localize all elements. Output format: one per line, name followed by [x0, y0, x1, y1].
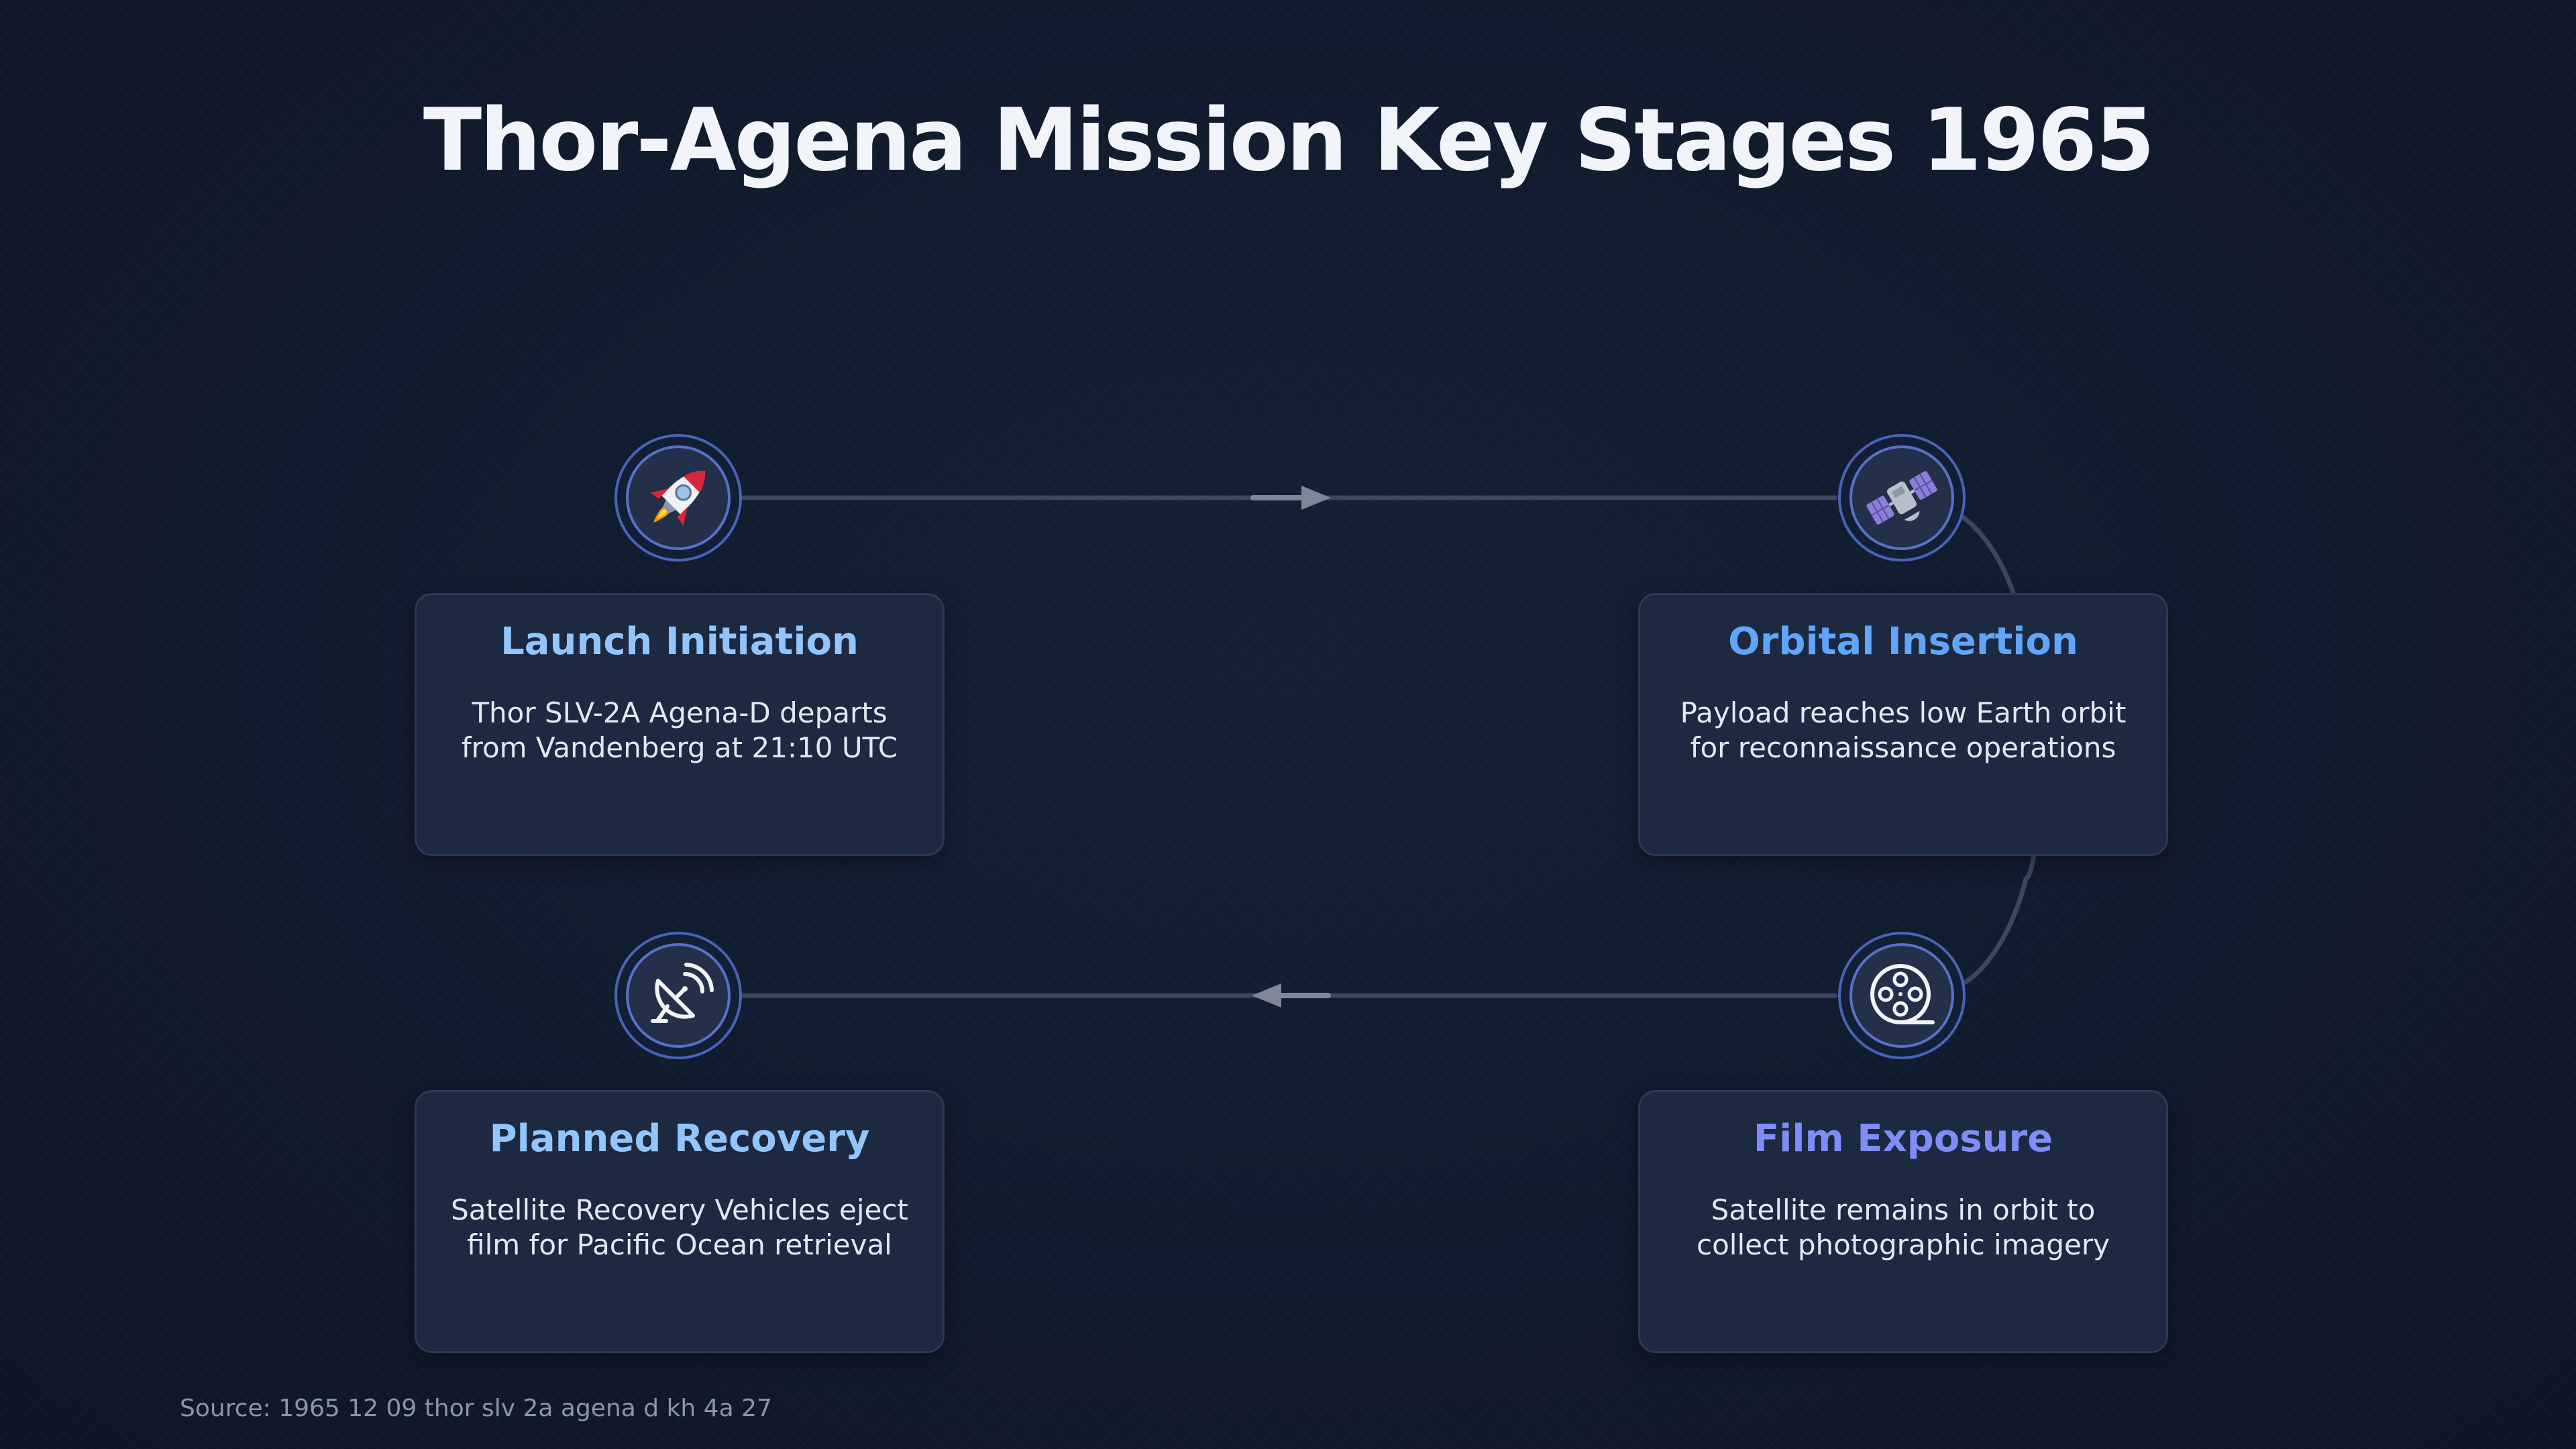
satellite-dish-icon — [651, 963, 714, 1023]
arrow-left-icon — [1252, 983, 1331, 1008]
stage-title: Film Exposure — [1753, 1117, 2053, 1161]
stage-card-launch-initiation: Launch Initiation Thor SLV-2A Agena-D de… — [415, 593, 945, 856]
stage-title: Launch Initiation — [500, 620, 859, 663]
stage-card-orbital-insertion: Orbital Insertion Payload reaches low Ea… — [1638, 593, 2168, 856]
node-planned-recovery — [614, 932, 742, 1059]
stage-description: Satellite remains in orbit to collect ph… — [1696, 1193, 2110, 1261]
stage-card-film-exposure: Film Exposure Satellite remains in orbit… — [1638, 1090, 2168, 1353]
arrow-right-icon — [1250, 486, 1331, 510]
stage-title: Orbital Insertion — [1728, 620, 2078, 663]
film-reel-icon — [1870, 964, 1935, 1024]
source-note: Source: 1965 12 09 thor slv 2a agena d k… — [180, 1395, 772, 1422]
node-launch-initiation — [614, 434, 742, 561]
rocket-icon — [650, 471, 705, 526]
node-orbital-insertion — [1838, 434, 1966, 561]
stage-description: Payload reaches low Earth orbit for reco… — [1680, 696, 2127, 764]
stage-description: Thor SLV-2A Agena-D departs from Vandenb… — [461, 696, 898, 764]
satellite-icon — [1866, 471, 1937, 525]
node-film-exposure — [1838, 932, 1966, 1059]
stage-description: Satellite Recovery Vehicles eject film f… — [451, 1193, 908, 1261]
stage-card-planned-recovery: Planned Recovery Satellite Recovery Vehi… — [415, 1090, 945, 1353]
page-title: Thor-Agena Mission Key Stages 1965 — [423, 91, 2155, 191]
stage-title: Planned Recovery — [489, 1117, 870, 1161]
